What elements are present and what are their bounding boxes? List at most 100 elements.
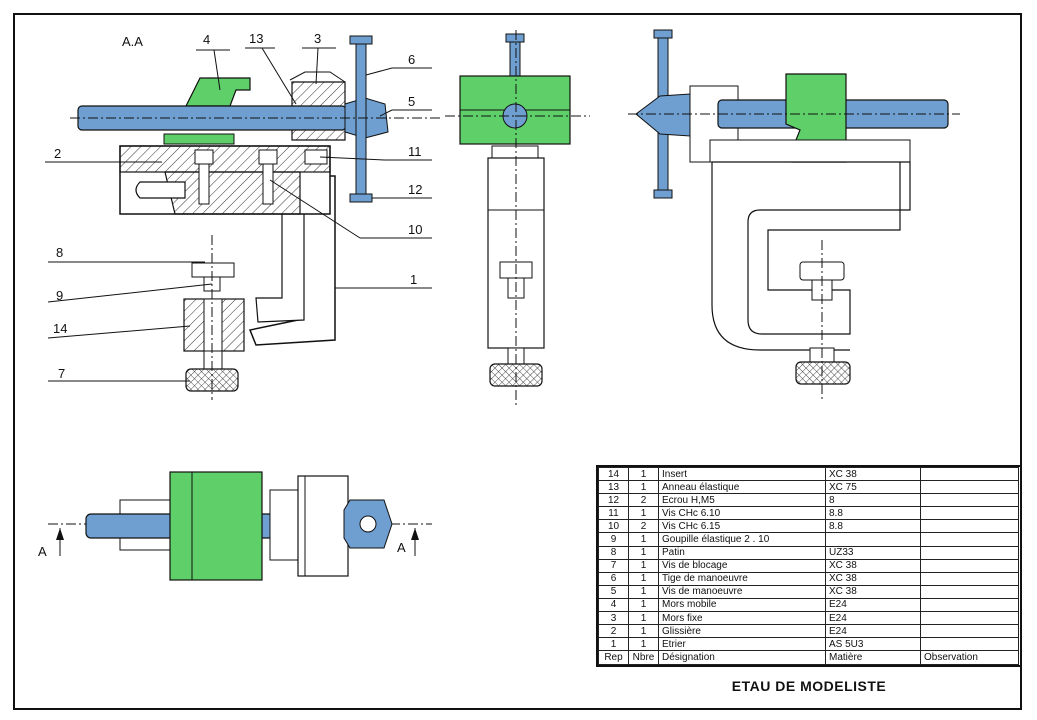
bom-cell: 1	[628, 532, 659, 547]
bom-cell: Vis de blocage	[658, 558, 826, 573]
callout-9: 9	[56, 288, 63, 303]
bom-cell: 4	[598, 597, 629, 613]
bom-cell: 8	[598, 545, 629, 560]
bom-cell	[920, 558, 1019, 573]
bom-cell: Insert	[658, 466, 826, 482]
callout-10: 10	[408, 222, 422, 237]
bom-cell: 5	[598, 584, 629, 599]
section-marker-left: A	[38, 544, 47, 559]
bom-cell: AS 5U3	[825, 637, 921, 652]
bom-cell	[825, 532, 921, 547]
bom-cell: Mors mobile	[658, 597, 826, 613]
bom-cell: 9	[598, 532, 629, 547]
bom-cell: UZ33	[825, 545, 921, 560]
bom-cell: Etrier	[658, 637, 826, 652]
bom-cell: 1	[628, 611, 659, 626]
bom-cell	[920, 519, 1019, 534]
bom-cell	[920, 611, 1019, 626]
bom-cell: 8.8	[825, 506, 921, 521]
top-mors-green	[169, 471, 263, 581]
bom-cell: 8	[825, 493, 921, 508]
top-view: A A	[38, 471, 432, 581]
callout-13: 13	[249, 31, 263, 46]
bom-cell: 1	[628, 545, 659, 560]
bom-cell: 1	[628, 637, 659, 652]
bom-cell	[920, 466, 1019, 482]
bom-cell	[920, 532, 1019, 547]
mors-mobile-green	[185, 77, 251, 107]
callout-8: 8	[56, 245, 63, 260]
bom-cell: 1	[628, 584, 659, 599]
bom-cell: 1	[628, 624, 659, 639]
bom-cell: 1	[628, 466, 659, 482]
bom-cell	[920, 506, 1019, 521]
bom-cell: E24	[825, 597, 921, 613]
bom-cell	[920, 480, 1019, 495]
bom-cell	[920, 597, 1019, 613]
bom-cell: 13	[598, 480, 629, 495]
bom-cell: 11	[598, 506, 629, 521]
bom-cell: Tige de manoeuvre	[658, 571, 826, 586]
bom-cell	[920, 545, 1019, 560]
bom-cell: 1	[628, 558, 659, 573]
bom-header-cell: Rep	[598, 650, 629, 666]
bom-cell: 12	[598, 493, 629, 508]
callout-1: 1	[410, 272, 417, 287]
bom-header-cell: Matière	[825, 650, 921, 666]
bom-cell: 3	[598, 611, 629, 626]
bom-cell	[920, 571, 1019, 586]
bom-cell: 14	[598, 466, 629, 482]
bom-cell	[920, 624, 1019, 639]
bom-cell: Vis CHc 6.15	[658, 519, 826, 534]
callout-14: 14	[53, 321, 67, 336]
bom-cell: 1	[628, 480, 659, 495]
bom-header-cell: Nbre	[628, 650, 659, 666]
side-view	[628, 29, 960, 400]
drawing-title: ETAU DE MODELISTE	[731, 678, 887, 694]
callout-leaders	[45, 47, 432, 382]
bom-cell: Anneau élastique	[658, 480, 826, 495]
bom-cell: 1	[628, 506, 659, 521]
bom-cell: E24	[825, 611, 921, 626]
bom-cell: 2	[628, 519, 659, 534]
bom-cell: E24	[825, 624, 921, 639]
bom-cell: 10	[598, 519, 629, 534]
bom-cell: XC 38	[825, 466, 921, 482]
section-marker-right: A	[397, 540, 406, 555]
bom-cell: 6	[598, 571, 629, 586]
bom-cell: 1	[628, 597, 659, 613]
bom-cell	[920, 493, 1019, 508]
tige-manoeuvre	[355, 39, 367, 201]
bom-cell: Patin	[658, 545, 826, 560]
front-view	[445, 30, 590, 405]
bom-cell: 2	[628, 493, 659, 508]
bom-cell	[920, 637, 1019, 652]
bom-cell: Mors fixe	[658, 611, 826, 626]
bom-cell: 2	[598, 624, 629, 639]
bom-cell: 7	[598, 558, 629, 573]
callout-4: 4	[203, 32, 210, 47]
bom-cell: Glissière	[658, 624, 826, 639]
bom-cell: 1	[628, 571, 659, 586]
bom-header-cell: Désignation	[658, 650, 826, 666]
bom-cell: XC 38	[825, 571, 921, 586]
callout-6: 6	[408, 52, 415, 67]
bom-cell: 1	[598, 637, 629, 652]
bom-cell: Vis CHc 6.10	[658, 506, 826, 521]
sheet-border	[13, 13, 1022, 710]
callout-2: 2	[54, 146, 61, 161]
bom-cell: Ecrou H,M5	[658, 493, 826, 508]
